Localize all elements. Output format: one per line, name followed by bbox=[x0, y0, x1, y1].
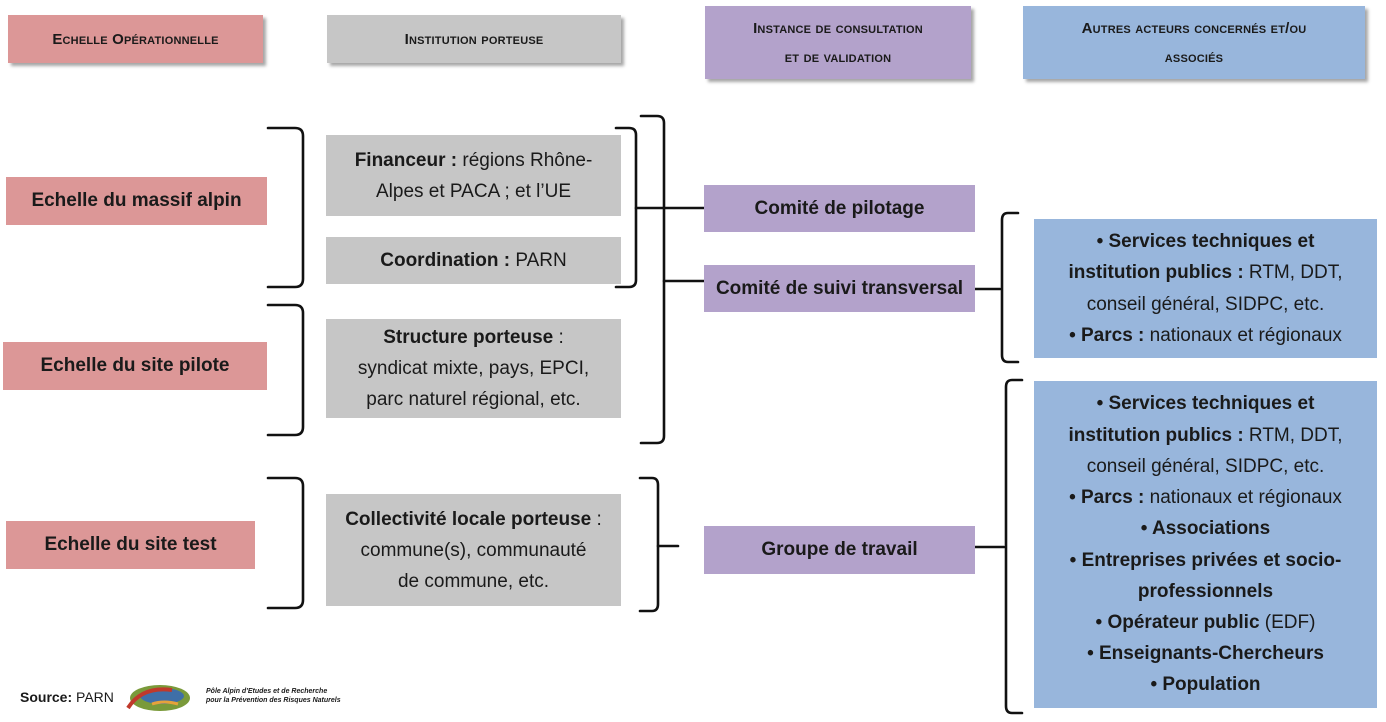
actors-top-line1: • Services techniques et bbox=[1096, 231, 1315, 253]
structure-line2: syndicat mixte, pays, EPCI, bbox=[357, 358, 590, 379]
source-text: PARN bbox=[72, 689, 114, 705]
header-label: Institution porteuse bbox=[404, 30, 544, 48]
header-label-line2: associés bbox=[1164, 48, 1224, 66]
structure-line3: parc naturel régional, etc. bbox=[366, 389, 581, 410]
scale-site-pilote: Echelle du site pilote bbox=[3, 342, 267, 390]
actors-top-line4-label: • Parcs : bbox=[1069, 324, 1145, 346]
actors-top-line2-text: RTM, DDT, bbox=[1243, 262, 1343, 284]
header-institution-porteuse: Institution porteuse bbox=[327, 15, 621, 63]
bracket-collectivite bbox=[638, 476, 660, 613]
actors-bottom-line6: • Entreprises privées et socio- bbox=[1069, 549, 1342, 571]
instance-comite-suivi: Comité de suivi transversal bbox=[704, 265, 975, 312]
actors-bottom-line2-text: RTM, DDT, bbox=[1243, 424, 1343, 446]
actors-top-line3: conseil général, SIDPC, etc. bbox=[1086, 293, 1325, 315]
instance-label: Groupe de travail bbox=[761, 539, 918, 560]
collectivite-line2: commune(s), communauté bbox=[360, 539, 587, 561]
actors-bottom-box: • Services techniques et institution pub… bbox=[1034, 381, 1377, 708]
scale-label: Echelle du site pilote bbox=[40, 355, 230, 376]
institution-financeur: Financeur : régions Rhône- Alpes et PACA… bbox=[326, 135, 621, 216]
structure-label: Structure porteuse bbox=[383, 327, 554, 348]
actors-top-line4-text: nationaux et régionaux bbox=[1144, 324, 1342, 346]
instance-label: Comité de suivi transversal bbox=[715, 277, 964, 299]
actors-top-box: • Services techniques et institution pub… bbox=[1034, 219, 1377, 358]
header-label: Echelle Opérationnelle bbox=[52, 30, 219, 48]
actors-bottom-line3: conseil général, SIDPC, etc. bbox=[1086, 455, 1325, 477]
scale-label: Echelle du massif alpin bbox=[31, 190, 242, 211]
header-instance-consultation: Instance de consultation et de validatio… bbox=[705, 6, 971, 79]
collectivite-label: Collectivité locale porteuse bbox=[345, 508, 592, 530]
header-echelle-operationnelle: Echelle Opérationnelle bbox=[8, 15, 263, 63]
actors-bottom-line4-text: nationaux et régionaux bbox=[1144, 487, 1342, 509]
actors-bottom-line8-text: (EDF) bbox=[1259, 611, 1316, 633]
source-note: Source: PARN bbox=[20, 689, 114, 705]
bracket-test bbox=[266, 476, 305, 610]
actors-bottom-line2-label: institution publics : bbox=[1068, 424, 1244, 446]
structure-colon: : bbox=[553, 327, 564, 348]
bracket-actors-bottom bbox=[1004, 378, 1024, 715]
institution-coordination: Coordination : PARN bbox=[326, 237, 621, 284]
scale-massif-alpin: Echelle du massif alpin bbox=[6, 177, 267, 225]
header-label-line1: Autres acteurs concernés et/ou bbox=[1081, 19, 1307, 37]
collectivite-line3: de commune, etc. bbox=[397, 570, 550, 592]
coordination-label: Coordination : bbox=[380, 250, 511, 271]
bracket-actors-top bbox=[1000, 211, 1020, 364]
actors-bottom-line8-label: • Opérateur public bbox=[1095, 611, 1260, 633]
header-label-line1: Instance de consultation bbox=[753, 19, 923, 37]
actors-top-line2-label: institution publics : bbox=[1068, 262, 1244, 284]
actors-bottom-line7: professionnels bbox=[1137, 580, 1274, 602]
collectivite-colon: : bbox=[591, 508, 602, 530]
actors-bottom-line1: • Services techniques et bbox=[1096, 393, 1315, 415]
institution-structure-porteuse: Structure porteuse : syndicat mixte, pay… bbox=[326, 319, 621, 418]
instance-groupe-travail: Groupe de travail bbox=[704, 526, 975, 574]
logo-caption: Pôle Alpin d'Etudes et de Recherche pour… bbox=[206, 687, 346, 705]
header-label-line2: et de validation bbox=[784, 48, 892, 66]
bracket-institution-all bbox=[639, 114, 666, 445]
actors-bottom-line4-label: • Parcs : bbox=[1069, 487, 1145, 509]
source-label: Source: bbox=[20, 689, 73, 705]
institution-collectivite: Collectivité locale porteuse : commune(s… bbox=[326, 494, 621, 606]
financeur-text-2: Alpes et PACA ; et l’UE bbox=[375, 180, 571, 202]
instance-comite-pilotage: Comité de pilotage bbox=[704, 185, 975, 232]
financeur-label: Financeur : bbox=[354, 149, 458, 171]
actors-bottom-line9: • Enseignants-Chercheurs bbox=[1087, 643, 1324, 665]
actors-bottom-line5: • Associations bbox=[1140, 518, 1271, 540]
logo-caption-line2: pour la Prévention des Risques Naturels bbox=[206, 697, 341, 704]
financeur-text-1: régions Rhône- bbox=[457, 149, 593, 171]
instance-label: Comité de pilotage bbox=[754, 197, 925, 219]
coordination-text: PARN bbox=[510, 250, 567, 271]
header-autres-acteurs: Autres acteurs concernés et/ou associés bbox=[1023, 6, 1365, 79]
scale-label: Echelle du site test bbox=[44, 534, 217, 555]
actors-bottom-line10: • Population bbox=[1150, 674, 1261, 696]
logo-caption-line1: Pôle Alpin d'Etudes et de Recherche bbox=[206, 688, 328, 695]
scale-site-test: Echelle du site test bbox=[6, 521, 255, 569]
bracket-pilote bbox=[266, 303, 305, 437]
parn-logo-icon bbox=[126, 685, 190, 711]
bracket-massif bbox=[266, 126, 305, 289]
